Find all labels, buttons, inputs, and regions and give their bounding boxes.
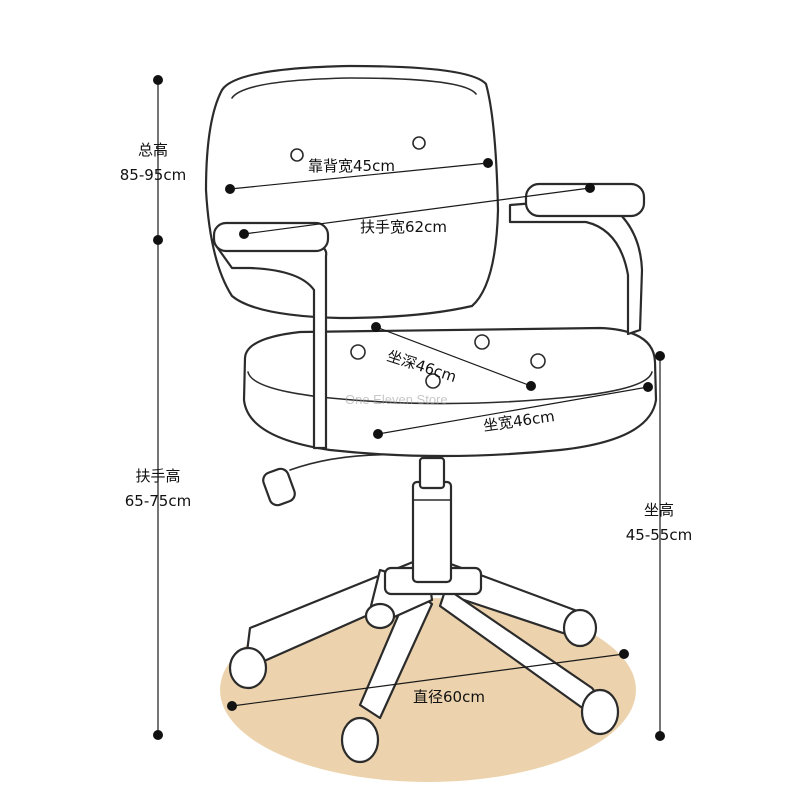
overall-height-title: 总高 <box>138 141 168 159</box>
dimension-endpoints <box>153 75 665 741</box>
armrest-height-title: 扶手高 <box>135 467 180 485</box>
backrest-width-label: 靠背宽45cm <box>308 157 395 175</box>
watermark-text: One Eleven Store <box>345 392 448 407</box>
floor-disk <box>220 598 636 782</box>
height-lever <box>262 453 411 507</box>
gas-lift <box>411 456 453 584</box>
seat-height-title: 坐高 <box>644 501 674 519</box>
seat-cushion <box>242 326 658 458</box>
seat-height-value: 45-55cm <box>626 526 692 544</box>
overall-height-value: 85-95cm <box>120 166 186 184</box>
backrest <box>204 64 500 320</box>
dimension-lines <box>157 80 661 736</box>
base-diameter-label: 直径60cm <box>413 688 485 706</box>
armrest-height-value: 65-75cm <box>125 492 191 510</box>
armrest-width-label: 扶手宽62cm <box>360 218 447 236</box>
